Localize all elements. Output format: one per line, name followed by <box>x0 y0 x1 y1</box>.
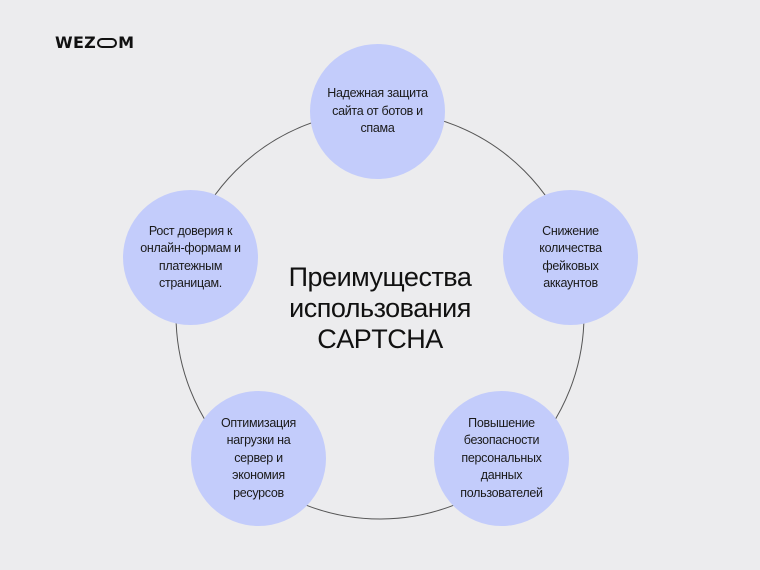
benefit-label: Повышение безопасности персональных данн… <box>460 415 543 500</box>
benefit-node-bot-protection: Надежная защита сайта от ботов и спама <box>310 44 445 179</box>
wezom-logo: WEZ M <box>55 33 134 52</box>
title-line: CAPTCHA <box>317 324 443 354</box>
logo-o-shape <box>97 37 118 48</box>
benefit-label: Рост доверия к онлайн-формам и платежным… <box>140 223 241 291</box>
logo-text-left: WEZ <box>55 33 97 52</box>
title-line: Преимущества <box>288 262 472 292</box>
benefit-node-data-security: Повышение безопасности персональных данн… <box>434 391 569 526</box>
logo-text-right: M <box>118 33 135 52</box>
diagram-title: Преимущества использования CAPTCHA <box>230 262 530 355</box>
benefit-label: Надежная защита сайта от ботов и спама <box>327 86 428 136</box>
title-line: использования <box>289 293 471 323</box>
benefit-node-server-optimization: Оптимизация нагрузки на сервер и экономи… <box>191 391 326 526</box>
benefit-label: Снижение количества фейковых аккаунтов <box>539 223 602 291</box>
benefit-node-fake-accounts: Снижение количества фейковых аккаунтов <box>503 190 638 325</box>
benefit-label: Оптимизация нагрузки на сервер и экономи… <box>220 415 297 500</box>
benefit-node-trust-forms: Рост доверия к онлайн-формам и платежным… <box>123 190 258 325</box>
